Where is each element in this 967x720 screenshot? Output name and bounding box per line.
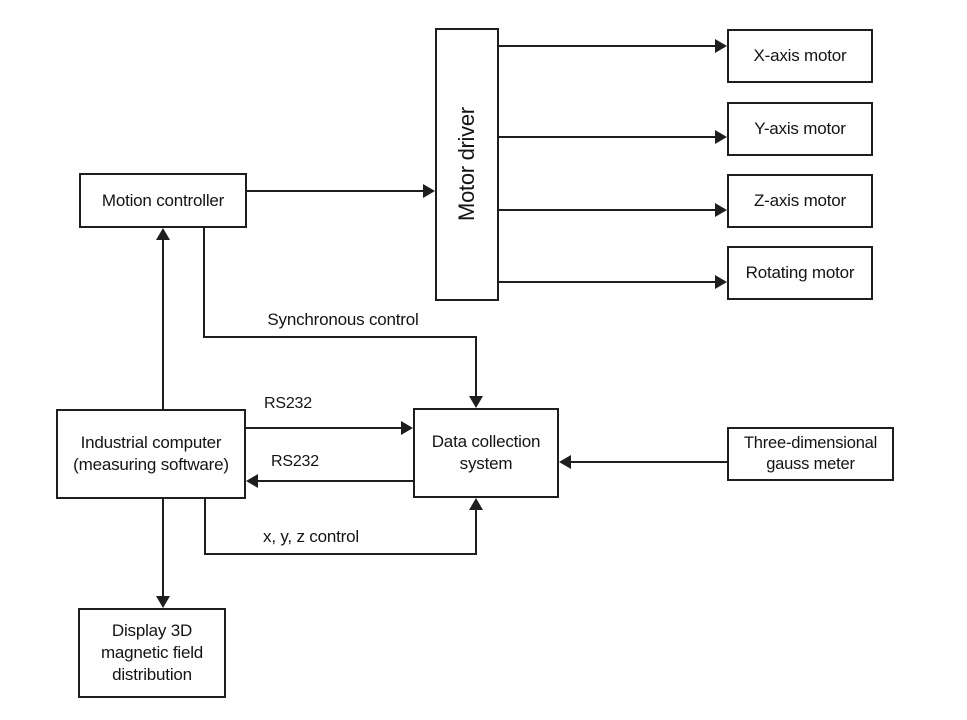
arrow-driver-to-x-motor-head	[715, 39, 727, 53]
node-y-axis-motor: Y-axis motor	[727, 102, 873, 156]
arrow-driver-to-x-motor-line	[499, 45, 715, 47]
arrow-rs232-out-head	[401, 421, 413, 435]
node-industrial-computer: Industrial computer (measuring software)	[56, 409, 246, 499]
arrow-driver-to-rotating-motor-line	[499, 281, 715, 283]
arrow-gauss-to-collection-head	[559, 455, 571, 469]
node-gauss-meter: Three-dimensional gauss meter	[727, 427, 894, 481]
xyz-control-head	[469, 498, 483, 510]
node-data-collection-system: Data collection system	[413, 408, 559, 498]
arrow-driver-to-y-motor-line	[499, 136, 715, 138]
node-motion-controller: Motion controller	[79, 173, 247, 228]
arrow-rs232-return-head	[246, 474, 258, 488]
node-display-3d: Display 3D magnetic field distribution	[78, 608, 226, 698]
xyz-control-seg-across	[204, 553, 477, 555]
motor-driver-label: Motor driver	[453, 107, 479, 222]
arrow-driver-to-rotating-motor-head	[715, 275, 727, 289]
arrow-computer-to-display-head	[156, 596, 170, 608]
node-z-axis-motor: Z-axis motor	[727, 174, 873, 228]
arrow-computer-to-display-line	[162, 498, 164, 597]
arrow-driver-to-z-motor-head	[715, 203, 727, 217]
edge-label-rs232-bottom: RS232	[269, 453, 321, 471]
node-rotating-motor: Rotating motor	[727, 246, 873, 300]
arrow-motion-to-driver-head	[423, 184, 435, 198]
arrow-rs232-return-line	[258, 480, 413, 482]
sync-control-seg-into	[475, 336, 477, 397]
sync-control-seg-down	[203, 228, 205, 338]
arrow-driver-to-z-motor-line	[499, 209, 715, 211]
sync-control-head	[469, 396, 483, 408]
xyz-control-seg-into	[475, 510, 477, 555]
arrow-gauss-to-collection-line	[571, 461, 727, 463]
arrow-computer-to-motion-line	[162, 239, 164, 409]
arrow-computer-to-motion-head	[156, 228, 170, 240]
xyz-control-seg-down	[204, 498, 206, 555]
sync-control-seg-across	[203, 336, 477, 338]
arrow-rs232-out-line	[246, 427, 402, 429]
node-x-axis-motor: X-axis motor	[727, 29, 873, 83]
arrow-driver-to-y-motor-head	[715, 130, 727, 144]
edge-label-xyz-control: x, y, z control	[253, 527, 369, 547]
node-motor-driver: Motor driver	[435, 28, 499, 301]
edge-label-synchronous-control: Synchronous control	[246, 310, 440, 330]
arrow-motion-to-driver-line	[247, 190, 424, 192]
edge-label-rs232-top: RS232	[262, 395, 314, 413]
